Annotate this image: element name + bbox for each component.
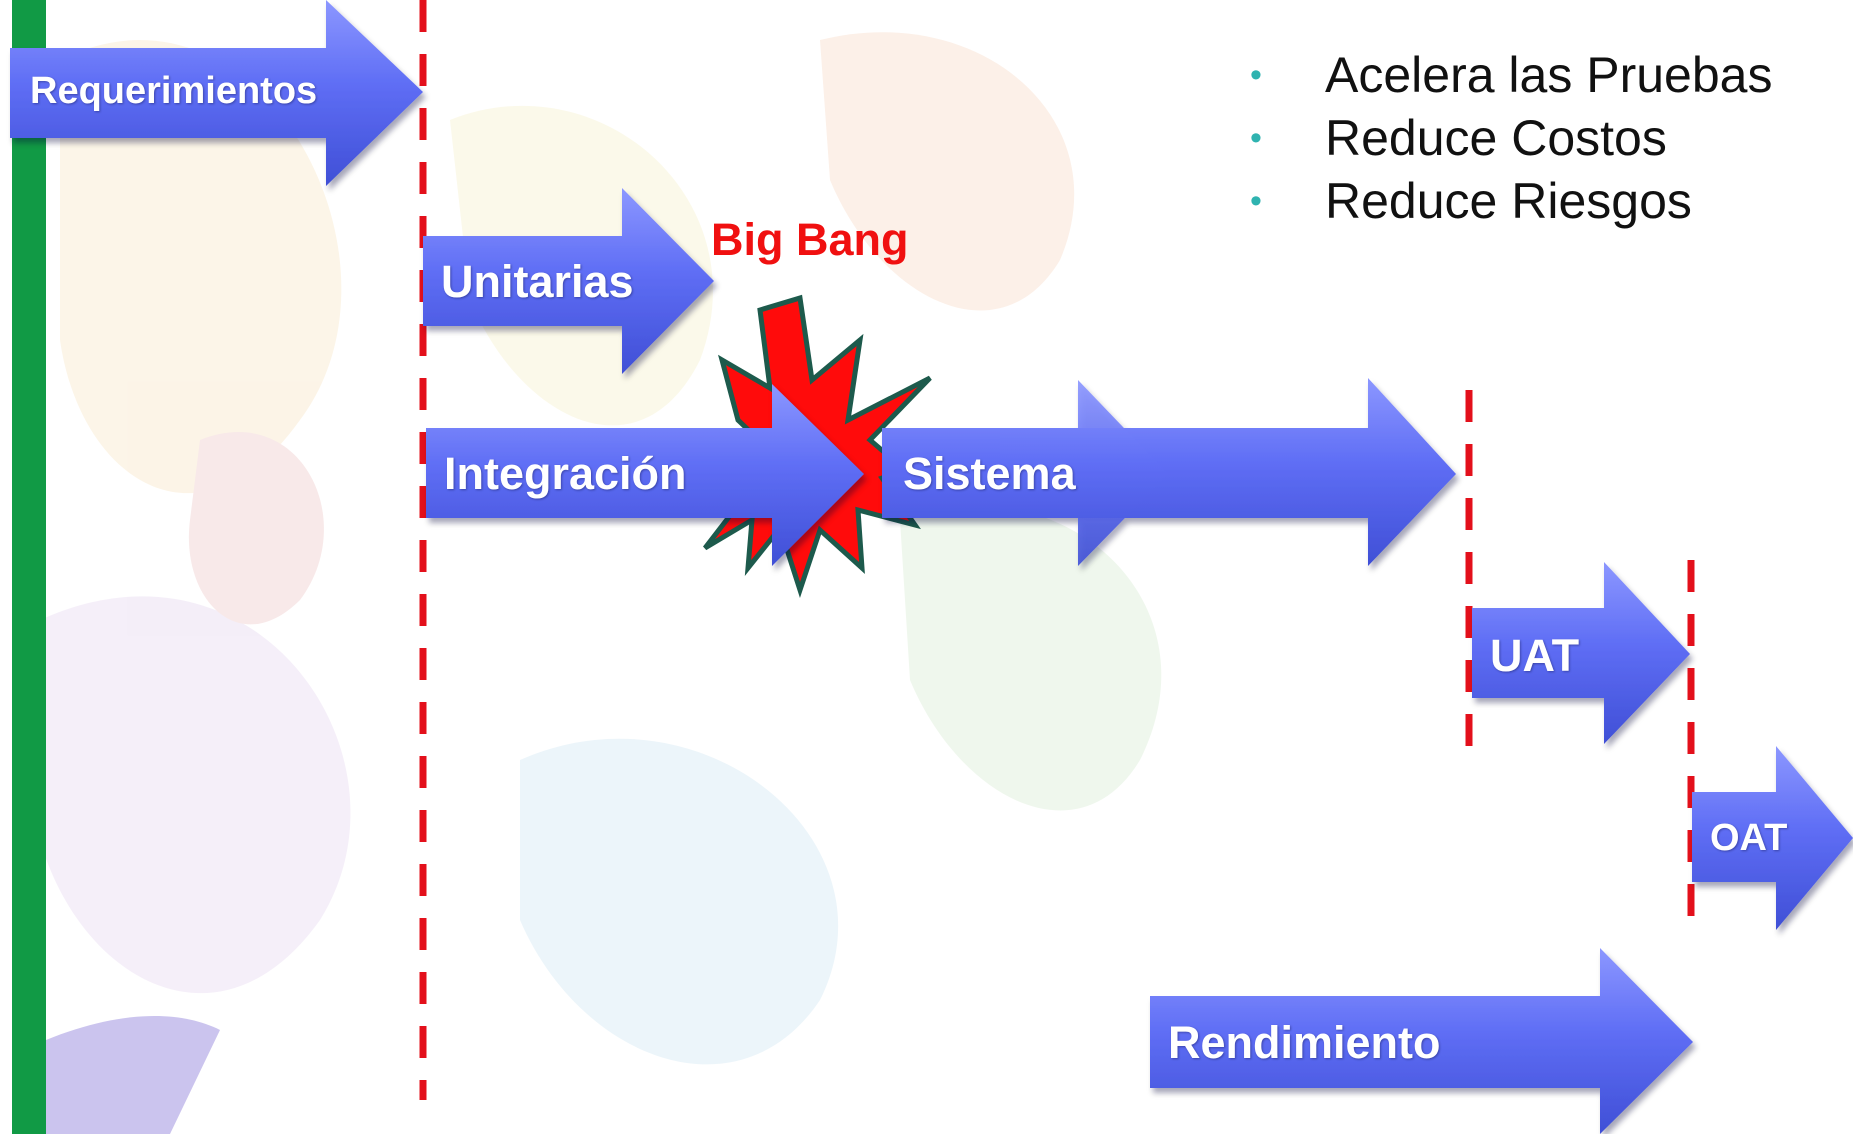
oat-label: OAT — [1710, 817, 1788, 859]
milestone-lines — [419, 0, 1695, 1100]
background-watermark — [40, 32, 1162, 1065]
bullet-dot-icon: • — [1250, 119, 1262, 157]
requerimientos-arrow — [10, 0, 423, 186]
benefits-list: • Acelera las Pruebas • Reduce Costos • Red… — [1250, 44, 1772, 233]
bullet-dot-icon: • — [1250, 56, 1262, 94]
corner-accent — [46, 1016, 220, 1134]
benefit-item: • Acelera las Pruebas — [1250, 44, 1772, 107]
oat-arrow — [1692, 746, 1853, 930]
benefit-item: • Reduce Costos — [1250, 107, 1772, 170]
benefit-item: • Reduce Riesgos — [1250, 170, 1772, 233]
sistema-inner-arrow — [1000, 380, 1168, 566]
benefit-text: Reduce Riesgos — [1325, 173, 1692, 229]
requerimientos-label: Requerimientos — [30, 70, 318, 112]
benefit-text: Reduce Costos — [1325, 110, 1667, 166]
rendimiento-label: Rendimiento — [1168, 1017, 1441, 1068]
unitarias-label: Unitarias — [441, 256, 634, 307]
unitarias-arrow — [423, 188, 714, 374]
big-bang-label: Big Bang — [711, 214, 909, 265]
rendimiento-arrow — [1150, 948, 1693, 1134]
sistema-arrow — [882, 378, 1456, 566]
stage-arrows — [10, 0, 1853, 1134]
uat-arrow — [1472, 562, 1690, 744]
benefit-text: Acelera las Pruebas — [1325, 47, 1773, 103]
uat-label: UAT — [1490, 630, 1580, 681]
sistema-label: Sistema — [903, 448, 1076, 499]
timeline-bar — [12, 0, 46, 1134]
bullet-dot-icon: • — [1250, 182, 1262, 220]
integracion-label: Integración — [444, 448, 687, 499]
integracion-arrow — [426, 384, 864, 566]
